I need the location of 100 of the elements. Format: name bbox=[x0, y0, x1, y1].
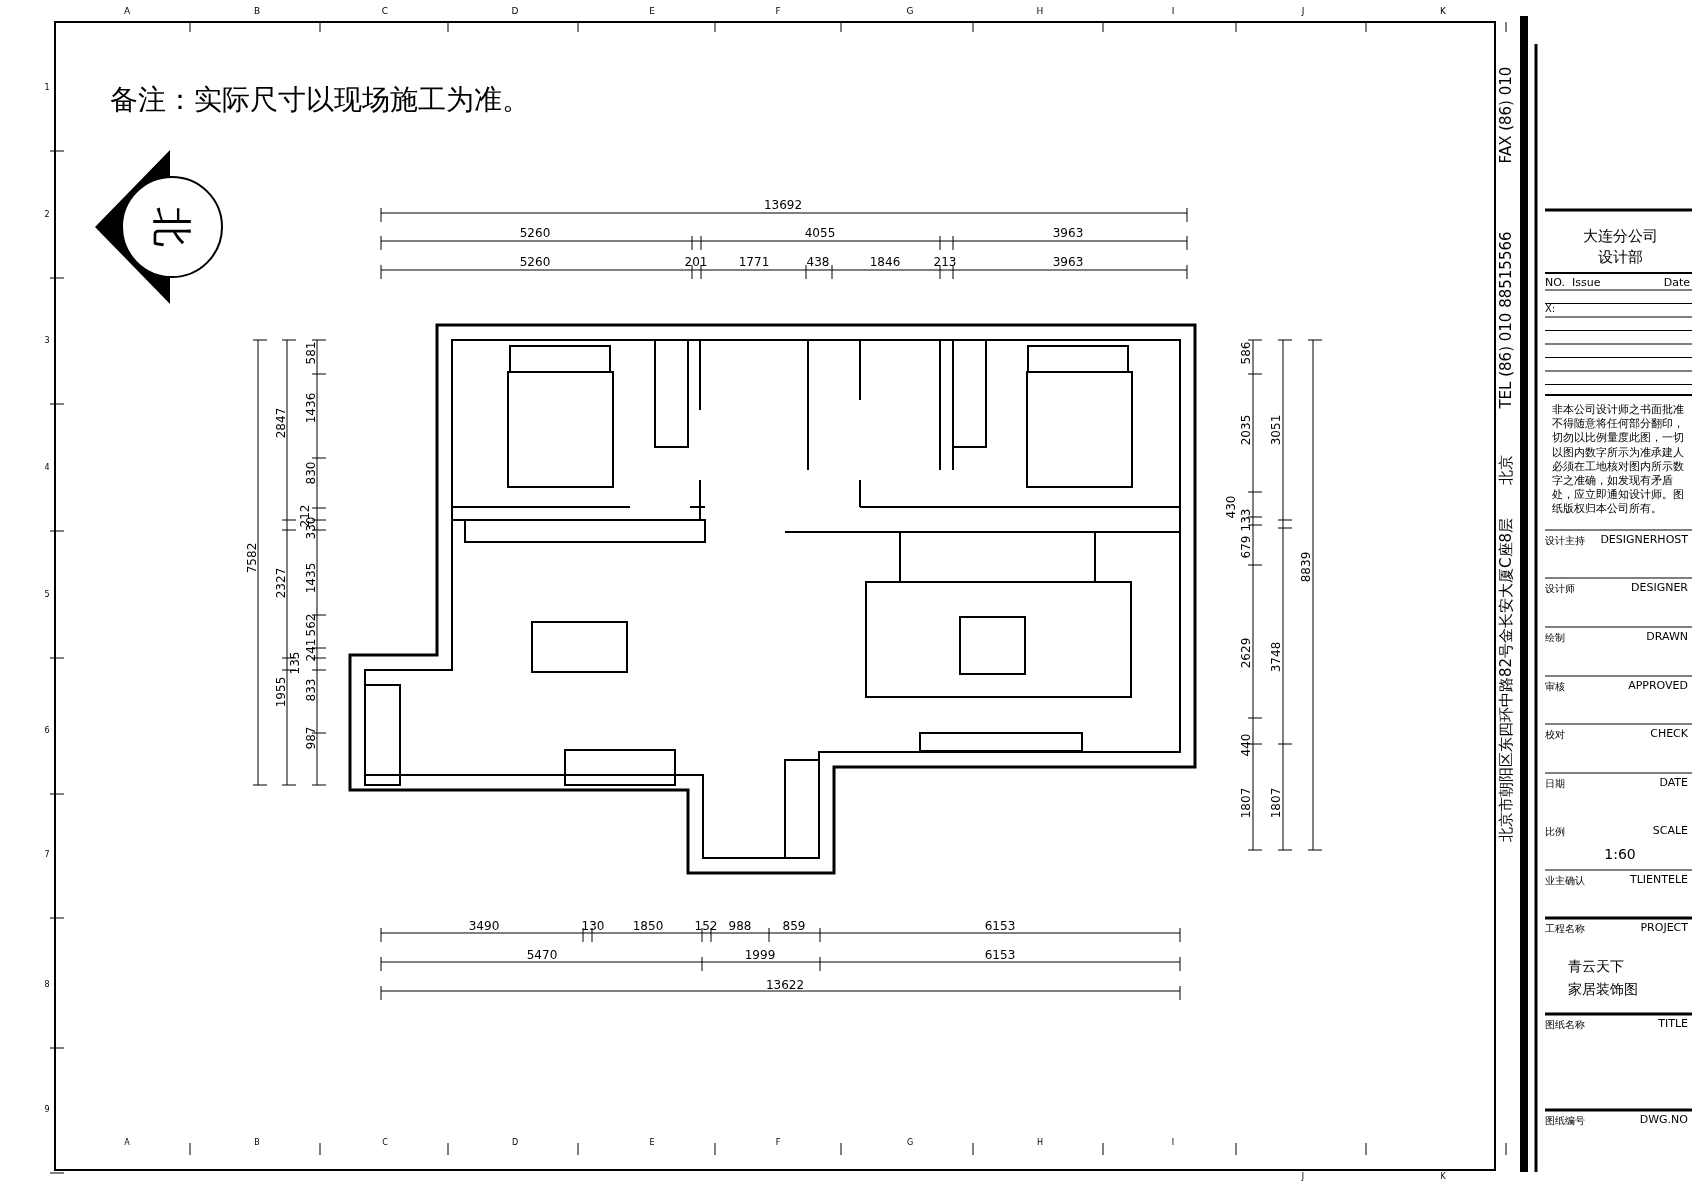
column-heading: Issue bbox=[1572, 276, 1601, 290]
dimension-text: 241 bbox=[305, 638, 319, 662]
grid-number: 8 bbox=[44, 980, 50, 990]
dimension-text: 1955 bbox=[275, 676, 289, 708]
dimension-text: 3963 bbox=[1052, 227, 1084, 241]
field-label: 工程名称 bbox=[1545, 922, 1585, 934]
dimension-text: 988 bbox=[728, 920, 752, 934]
grid-number: 9 bbox=[44, 1105, 50, 1115]
dimension-text: 3748 bbox=[1270, 641, 1284, 673]
dimension-text: 581 bbox=[305, 341, 319, 365]
dimension-text: 3490 bbox=[468, 920, 500, 934]
dimension-text: 5260 bbox=[519, 227, 551, 241]
field-label: DESIGNER bbox=[1631, 581, 1688, 595]
dimension-text: 3963 bbox=[1052, 256, 1084, 270]
field-label: SCALE bbox=[1652, 824, 1688, 838]
dimension-text: 1807 bbox=[1270, 787, 1284, 819]
grid-letter: H bbox=[1037, 1138, 1043, 1148]
dimension-text: 13622 bbox=[765, 979, 805, 993]
dimension-text: 1846 bbox=[869, 256, 901, 270]
department-name: 设计部 bbox=[1597, 248, 1643, 266]
field-label: 审核 bbox=[1545, 680, 1565, 692]
grid-number: 1 bbox=[44, 83, 50, 93]
dimension-text: 2327 bbox=[275, 567, 289, 599]
dimension-text: 13692 bbox=[763, 199, 803, 213]
dimension-text: 562 bbox=[305, 613, 319, 637]
grid-letter: G bbox=[906, 7, 914, 17]
dimension-text: 135 bbox=[289, 651, 303, 675]
dimension-text: 1771 bbox=[738, 256, 770, 270]
north-label: 北 bbox=[150, 207, 194, 247]
grid-letter: D bbox=[511, 1138, 519, 1148]
field-label: 校对 bbox=[1545, 728, 1565, 740]
dimension-text: 6153 bbox=[984, 949, 1016, 963]
dimension-text: 987 bbox=[305, 726, 319, 750]
grid-letter: F bbox=[775, 7, 781, 17]
grid-letter: I bbox=[1171, 1138, 1175, 1148]
note-text: 备注：实际尺寸以现场施工为准。 bbox=[110, 84, 530, 116]
field-label: DRAWN bbox=[1646, 630, 1688, 644]
grid-number: 2 bbox=[44, 210, 50, 220]
dimension-text: 1999 bbox=[744, 949, 776, 963]
field-label: TITLE bbox=[1658, 1017, 1688, 1031]
field-label: DATE bbox=[1659, 776, 1688, 790]
grid-letter: A bbox=[124, 1138, 130, 1148]
project-name: 家居装饰图 bbox=[1568, 982, 1638, 998]
grid-letter: K bbox=[1440, 7, 1446, 17]
dimension-text: 2629 bbox=[1240, 637, 1254, 669]
dimension-text: 5470 bbox=[526, 949, 558, 963]
dimension-text: 830 bbox=[305, 461, 319, 485]
dimension-text: 133 bbox=[1240, 508, 1254, 532]
dimension-text: 4055 bbox=[804, 227, 836, 241]
dimension-text: 1850 bbox=[632, 920, 664, 934]
grid-letter: C bbox=[382, 1138, 388, 1148]
dimension-text: 3051 bbox=[1270, 414, 1284, 446]
field-label: 设计主持 bbox=[1545, 534, 1585, 546]
dimension-text: 1807 bbox=[1240, 787, 1254, 819]
dimension-text: 859 bbox=[782, 920, 806, 934]
scale-value: 1:60 bbox=[1604, 847, 1636, 863]
column-heading: Date bbox=[1663, 276, 1690, 290]
dimension-text: 5260 bbox=[519, 256, 551, 270]
phone-number: TEL (86) 010 88515566 bbox=[1497, 231, 1515, 409]
dimension-text: 679 bbox=[1240, 535, 1254, 559]
grid-number: 3 bbox=[44, 336, 50, 346]
grid-letter: J bbox=[1301, 7, 1305, 17]
field-label: 比例 bbox=[1545, 825, 1565, 837]
dimension-text: 1436 bbox=[305, 392, 319, 424]
grid-letter: A bbox=[123, 7, 131, 17]
field-label: 日期 bbox=[1545, 777, 1565, 789]
field-label: 图纸编号 bbox=[1545, 1114, 1585, 1126]
dimension-text: 2847 bbox=[275, 407, 289, 439]
dimension-text: 213 bbox=[933, 256, 957, 270]
grid-letter: G bbox=[906, 1138, 914, 1148]
field-label: PROJECT bbox=[1640, 921, 1688, 935]
dimension-text: 440 bbox=[1240, 733, 1254, 757]
grid-letter: F bbox=[775, 1138, 781, 1148]
fax-number: FAX (86) 010 bbox=[1497, 66, 1515, 164]
city-text: 北京 bbox=[1497, 455, 1515, 485]
dimension-text: 430 bbox=[1225, 495, 1239, 519]
dimension-text: 7582 bbox=[246, 542, 260, 574]
dimension-text: 586 bbox=[1240, 341, 1254, 365]
grid-letter: B bbox=[253, 7, 261, 17]
field-label: 设计师 bbox=[1545, 582, 1575, 594]
revision-mark: X: bbox=[1545, 302, 1556, 314]
grid-letter: E bbox=[649, 1138, 655, 1148]
field-label: 图纸名称 bbox=[1545, 1018, 1585, 1030]
grid-letter: J bbox=[1301, 1172, 1305, 1182]
grid-letter: B bbox=[254, 1138, 260, 1148]
grid-number: 5 bbox=[44, 590, 50, 600]
field-label: 业主确认 bbox=[1545, 874, 1585, 886]
grid-letter: D bbox=[511, 7, 519, 17]
field-label: TLIENTELE bbox=[1629, 873, 1688, 887]
grid-letter: E bbox=[649, 7, 655, 17]
grid-letter: I bbox=[1171, 7, 1175, 17]
dimension-text: 833 bbox=[305, 678, 319, 702]
grid-letter: H bbox=[1036, 7, 1044, 17]
column-heading: NO. bbox=[1545, 276, 1565, 290]
dimension-text: 130 bbox=[581, 920, 605, 934]
dimension-text: 201 bbox=[684, 256, 708, 270]
grid-letter: K bbox=[1440, 1172, 1446, 1182]
field-label: DESIGNERHOST bbox=[1600, 533, 1688, 547]
dimension-text: 8839 bbox=[1300, 551, 1314, 583]
grid-number: 6 bbox=[44, 726, 50, 736]
